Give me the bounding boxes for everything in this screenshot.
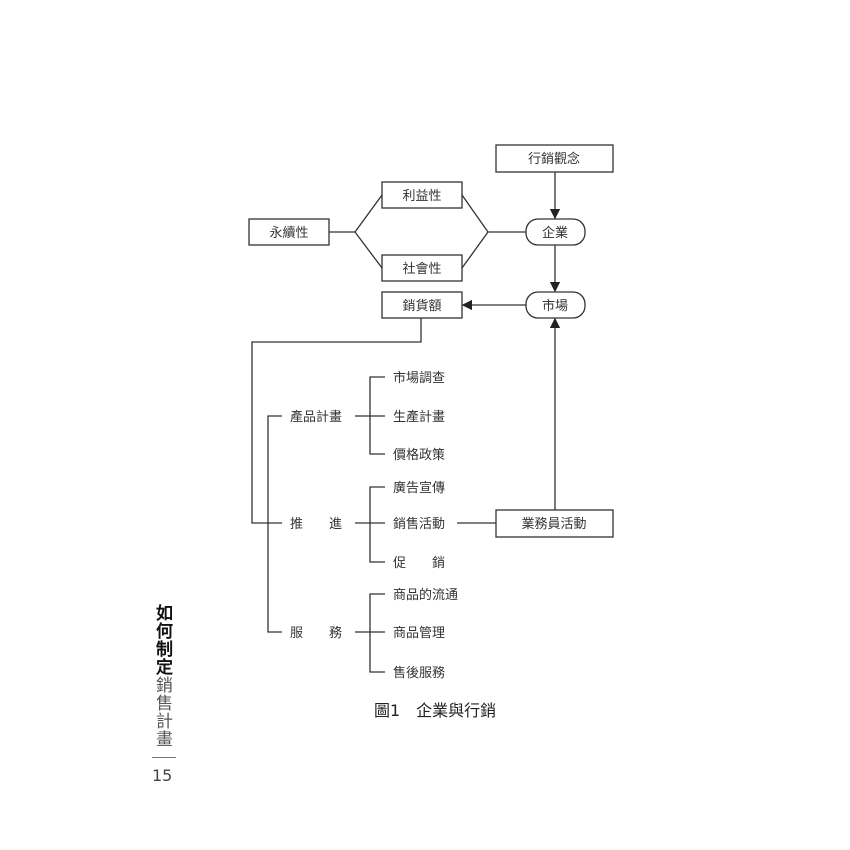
tree-item: 生產計畫 xyxy=(393,409,445,425)
divider xyxy=(152,757,176,758)
tree-item: 價格政策 xyxy=(393,447,445,463)
label-market: 市場 xyxy=(542,298,568,314)
box-sales-amount xyxy=(381,291,463,319)
tree-product-planning: 產品計畫 xyxy=(290,409,342,425)
page-number: 15 xyxy=(152,766,173,785)
tree-service: 服 務 xyxy=(290,626,342,641)
label-salesperson-activity: 業務員活動 xyxy=(521,516,586,532)
tree-promotion: 推 進 xyxy=(290,517,342,532)
label-profitability: 利益性 xyxy=(402,189,441,204)
box-marketing-concept xyxy=(495,144,614,173)
tree-item: 商品的流通 xyxy=(393,587,458,603)
tree-item: 售後服務 xyxy=(393,665,445,681)
running-head: 如何制定銷售計畫 xyxy=(152,604,172,748)
label-sustainability: 永續性 xyxy=(269,226,308,241)
label-enterprise: 企業 xyxy=(542,225,568,241)
running-head-light: 銷售計畫 xyxy=(152,676,172,748)
tree-item: 促 銷 xyxy=(393,555,445,571)
connector-lines xyxy=(251,172,561,673)
label-sales-amount: 銷貨額 xyxy=(402,298,441,314)
box-profitability xyxy=(381,181,463,209)
tree-item: 銷售活動 xyxy=(393,516,445,532)
box-sustainability xyxy=(248,218,330,246)
label-marketing-concept: 行銷觀念 xyxy=(528,151,580,167)
running-head-bold: 如何制定 xyxy=(152,604,172,676)
tree-item: 市場調查 xyxy=(393,370,445,386)
label-social: 社會性 xyxy=(402,261,441,277)
tree-item: 廣告宣傳 xyxy=(393,480,445,496)
figure-caption: 圖1 企業與行銷 xyxy=(374,701,496,720)
box-salesperson-activity xyxy=(495,509,614,538)
tree-item: 商品管理 xyxy=(393,626,445,641)
